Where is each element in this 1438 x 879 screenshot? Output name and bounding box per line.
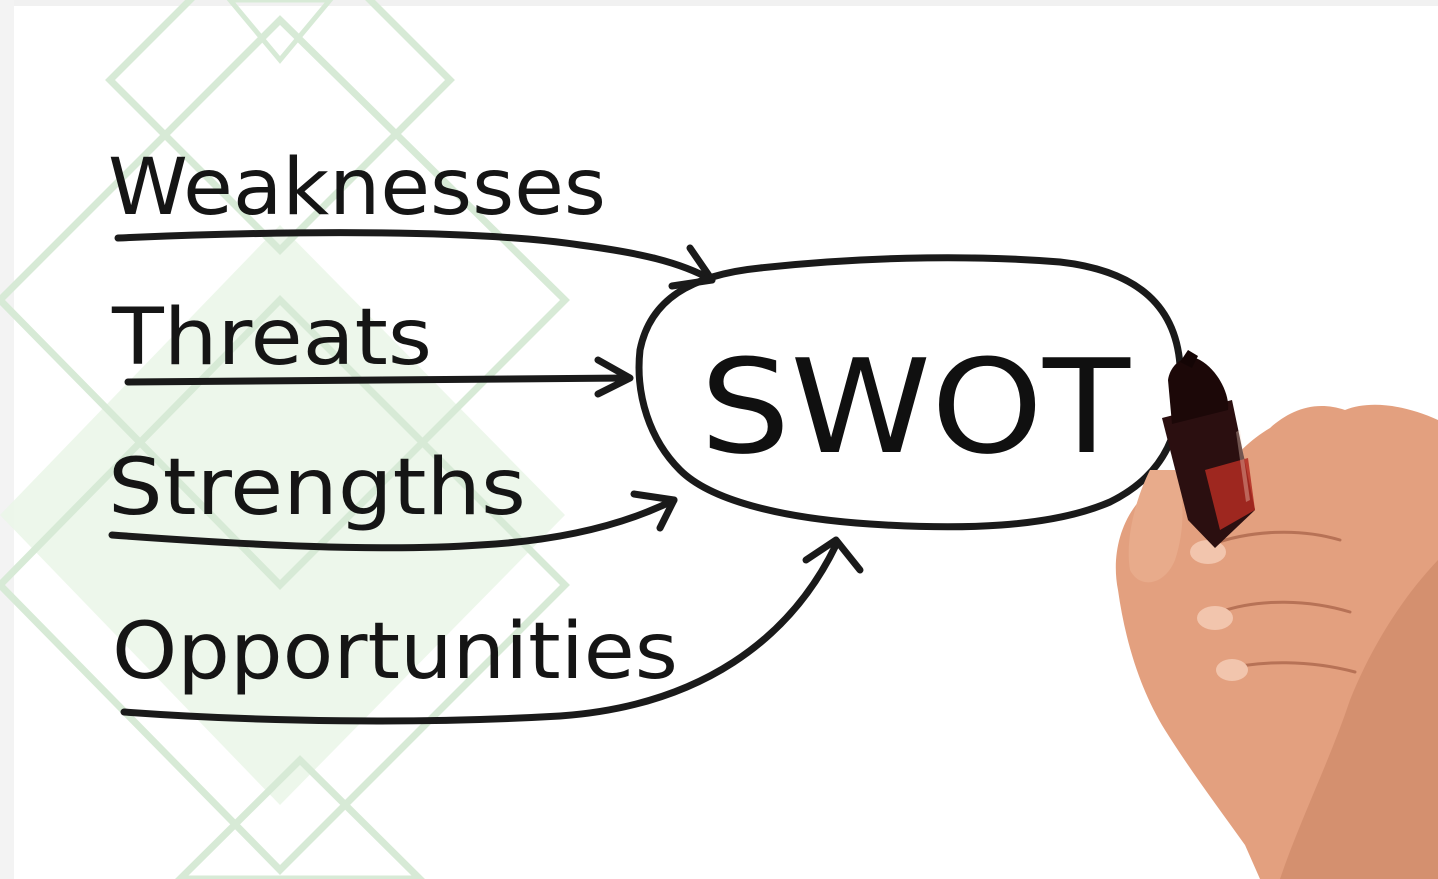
swot-center-label: SWOT <box>700 331 1131 483</box>
arrow-threats <box>124 356 634 398</box>
top-border <box>0 0 1438 6</box>
label-weaknesses: Weaknesses <box>108 143 606 233</box>
marker-icon <box>1162 350 1255 548</box>
label-threats: Threats <box>111 293 432 383</box>
label-strengths: Strengths <box>108 443 526 533</box>
hand-holding-marker-icon <box>1115 404 1438 879</box>
arrow-strengths <box>108 490 678 552</box>
decorative-diamond-pattern <box>0 0 570 879</box>
left-border <box>0 0 14 879</box>
arrow-weaknesses <box>114 229 716 290</box>
arrow-opportunities <box>120 536 864 725</box>
label-opportunities: Opportunities <box>112 607 678 697</box>
